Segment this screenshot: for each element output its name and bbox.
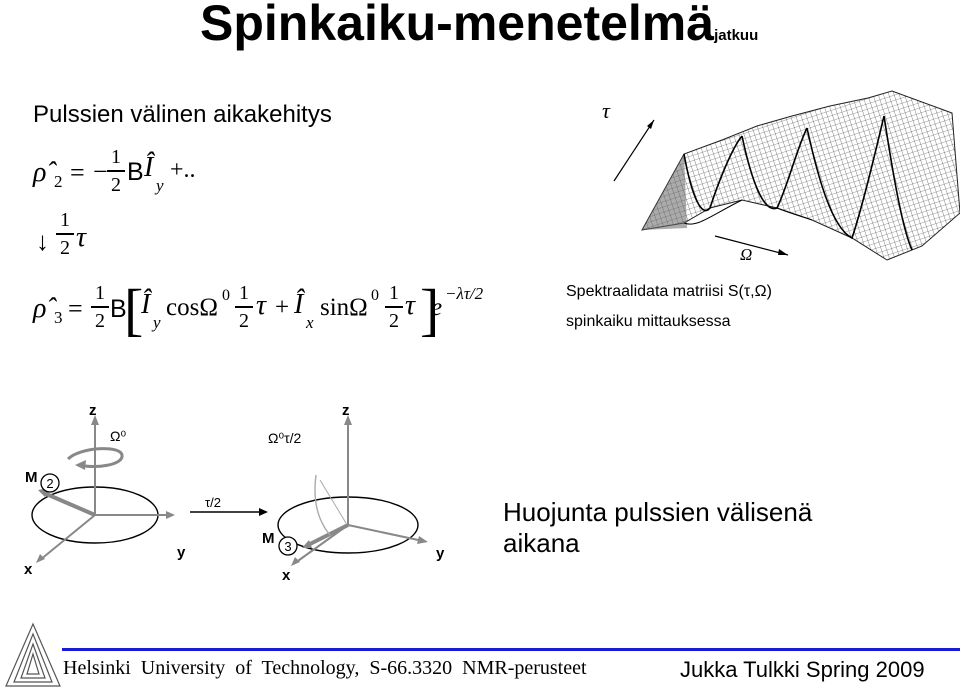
bracket-right: ] xyxy=(420,277,440,342)
footer-left: Helsinki University of Technology, S-66.… xyxy=(63,657,587,679)
y-subscript: y xyxy=(156,176,164,195)
magnetization-vector xyxy=(307,523,349,547)
tau-half-label: τ/2 xyxy=(205,495,221,510)
magnetization-vector xyxy=(43,491,96,517)
phase-angle-arc xyxy=(314,474,331,536)
footer-right: Jukka Tulkki Spring 2009 xyxy=(680,657,925,682)
omega0-label: Ω⁰ xyxy=(110,428,126,444)
exp-e: e xyxy=(431,294,443,321)
tau-symbol: τ xyxy=(405,290,416,321)
diagram-caption: Huojunta pulssien välisenä aikana xyxy=(503,497,813,558)
m-label-right: M xyxy=(262,530,275,547)
spectrum-caption-line2: spinkaiku mittauksessa xyxy=(566,313,731,330)
rho-subscript: 3 xyxy=(54,308,63,327)
z-label-left: z xyxy=(89,402,97,419)
footer-rule xyxy=(62,648,960,651)
tau-half-arrow: τ/2 xyxy=(190,495,268,516)
spectrum-caption: Spektraalidata matriisi S(τ,Ω) spinkaiku… xyxy=(566,277,772,337)
omega-axis-arrow xyxy=(714,235,789,256)
i-hat-symbol: Î xyxy=(144,152,154,183)
equals-sign: = xyxy=(70,158,85,187)
y-subscript: y xyxy=(153,313,161,332)
omega0-tau-label: Ω⁰τ/2 xyxy=(268,430,301,446)
step-2-label: 2 xyxy=(46,476,53,491)
minus-sign: − xyxy=(93,157,108,186)
b-symbol: B xyxy=(127,158,144,186)
tau-symbol: τ xyxy=(76,222,87,253)
z-label-right: z xyxy=(342,402,350,419)
title-suffix: jatkuu xyxy=(714,27,759,44)
omega-axis-label: Ω xyxy=(740,245,752,264)
bracket-left: [ xyxy=(124,277,144,342)
plus-sign: + xyxy=(275,294,290,321)
right-frame: 3 M z y x Ω⁰τ/2 xyxy=(262,402,445,584)
b-symbol: B xyxy=(110,295,127,323)
rho-symbol: ρ̂ xyxy=(33,157,47,188)
footer-logo xyxy=(5,622,61,687)
surface-mesh xyxy=(641,90,960,261)
left-frame: 2 M z y x Ω⁰ xyxy=(24,402,186,578)
x-subscript: x xyxy=(306,313,314,332)
tau-axis-label: τ xyxy=(602,98,611,123)
m-label-left: M xyxy=(25,469,38,486)
tau-symbol: τ xyxy=(256,290,267,321)
rho-subscript: 2 xyxy=(54,172,63,191)
cos-function: cosΩ xyxy=(166,294,218,321)
equals-sign: = xyxy=(68,294,83,323)
precession-diagram: 2 M z y x Ω⁰ τ/2 3 M z y x Ω⁰τ/2 xyxy=(24,402,445,584)
subtitle: Pulssien välinen aikakehitys xyxy=(33,101,332,128)
i-hat-symbol: Î xyxy=(294,289,304,320)
page-title: Spinkaiku-menetelmäjatkuu xyxy=(200,0,758,52)
tau-axis-arrow xyxy=(613,119,655,182)
exponent: −λτ/2 xyxy=(445,284,484,303)
step-3-label: 3 xyxy=(284,539,291,554)
plus-dots: +.. xyxy=(170,157,196,183)
spectrum-caption-line1: Spektraalidata matriisi S(τ,Ω) xyxy=(566,283,772,300)
rotation-arrow-icon xyxy=(66,447,124,469)
sin-function: sinΩ xyxy=(320,294,368,321)
step-2-circle xyxy=(40,473,60,493)
y-label-left: y xyxy=(177,544,186,561)
x-label-right: x xyxy=(282,567,291,584)
title-text: Spinkaiku-menetelmä xyxy=(200,0,715,51)
i-hat-symbol: Î xyxy=(141,289,151,320)
spectrum-surface-plot: τ Ω xyxy=(602,90,960,264)
rho-symbol: ρ̂ xyxy=(33,293,47,324)
arrow-down-icon: ↓ xyxy=(36,226,49,256)
y-label-right: y xyxy=(436,545,445,562)
step-3-circle xyxy=(278,536,298,556)
y-axis xyxy=(347,524,424,542)
x-label-left: x xyxy=(24,561,33,578)
omega-superscript: 0 xyxy=(371,287,379,304)
logo-icon xyxy=(5,622,61,687)
x-axis xyxy=(39,514,96,561)
omega-superscript: 0 xyxy=(222,287,230,304)
